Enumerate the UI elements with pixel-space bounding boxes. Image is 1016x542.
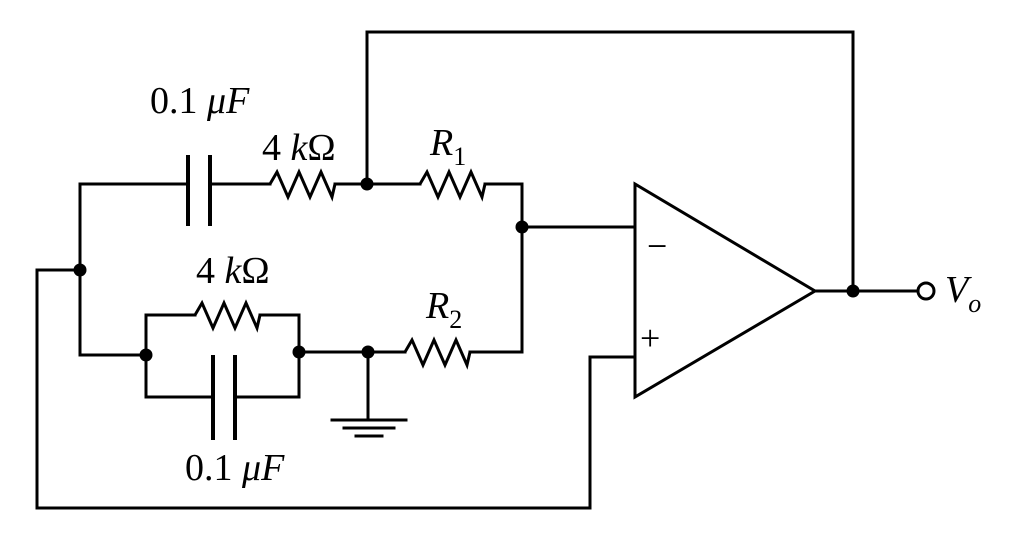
junction-dot: [846, 284, 860, 298]
junction-dot: [515, 220, 529, 234]
wire-feedback: [365, 30, 855, 293]
label-r1: R1: [429, 122, 466, 171]
op-amp: − +: [633, 181, 818, 400]
opamp-minus-sign: −: [647, 226, 667, 266]
label-vo: Vo: [945, 269, 981, 318]
capacitor-bottom: [211, 355, 237, 440]
resistor-r1: [418, 168, 487, 202]
output-terminal: [916, 281, 936, 301]
capacitor-top: [186, 155, 212, 226]
junction-dot: [292, 345, 306, 359]
opamp-plus-sign: +: [640, 318, 660, 358]
resistor-r2: [403, 336, 472, 370]
label-r-top: 4 kΩ: [262, 127, 336, 169]
label-c2: 0.1 μF: [185, 447, 285, 489]
junction-dot: [73, 263, 87, 277]
resistor-mid-4k: [193, 299, 262, 333]
label-c1: 0.1 μF: [150, 80, 250, 122]
junction-dot: [139, 348, 153, 362]
label-r-mid: 4 kΩ: [196, 250, 270, 292]
junction-dot: [361, 345, 375, 359]
wire-outer-loop: [35, 268, 637, 510]
wire-r1-to-right: [483, 182, 524, 354]
ground-symbol: [330, 418, 408, 438]
junction-dot: [360, 177, 374, 191]
wires: [35, 30, 920, 510]
resistor-top-4k: [268, 168, 337, 202]
label-r2: R2: [425, 285, 462, 334]
junction-dots: [73, 177, 860, 362]
